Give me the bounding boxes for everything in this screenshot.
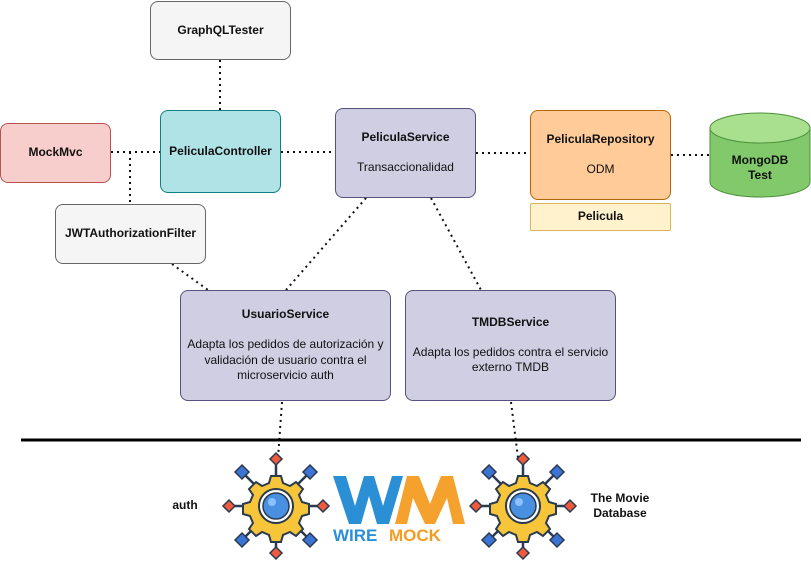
mongodb-label-line2: Test [748, 168, 772, 182]
tmdb-external-label-line1: The Movie [590, 491, 650, 505]
jwt-filter-label: JWTAuthorizationFilter [64, 226, 197, 241]
tmdb-external-label: The Movie Database [580, 491, 660, 521]
pelicula-entity-label: Pelicula [577, 209, 624, 224]
tmdb-external-label-line2: Database [593, 506, 647, 520]
pelicula-service-title: PeliculaService [361, 130, 450, 145]
graphql-tester-label: GraphQLTester [177, 22, 264, 37]
auth-gear-network-icon [221, 451, 331, 561]
pelicula-repository-title: PeliculaRepository [546, 132, 655, 147]
pelicula-entity-node: Pelicula [530, 203, 671, 231]
mongodb-label-line1: MongoDB [731, 153, 789, 167]
connector-usuario-auth [277, 401, 283, 459]
usuario-service-title: UsuarioService [241, 307, 330, 322]
tmdb-service-description: Adapta los pedidos contra el servicio ex… [412, 344, 609, 375]
mockmvc-label: MockMvc [28, 145, 83, 160]
wiremock-logo-mock: MOCK [389, 526, 442, 545]
usuario-service-description: Adapta los pedidos de autorización y val… [187, 336, 384, 383]
mongodb-cylinder [709, 112, 811, 198]
connector-filter-usuario [171, 263, 209, 291]
connector-tmdb-external [510, 401, 519, 459]
pelicula-controller-label: PeliculaController [169, 143, 272, 158]
auth-label-text: auth [172, 498, 198, 512]
pelicula-repository-node: PeliculaRepository ODM [530, 110, 671, 200]
tmdb-service-title: TMDBService [471, 315, 550, 330]
auth-label: auth [160, 498, 210, 512]
pelicula-service-subtitle: Transaccionalidad [357, 160, 454, 174]
connector-service-usuario [285, 197, 367, 291]
mockmvc-node: MockMvc [0, 123, 111, 183]
usuario-service-node: UsuarioService Adapta los pedidos de aut… [180, 290, 391, 401]
mongodb-label: MongoDB Test [709, 153, 811, 183]
wiremock-logo-wire: WIRE [333, 526, 377, 545]
connector-service-tmdb [430, 197, 482, 291]
pelicula-controller-node: PeliculaController [160, 110, 281, 193]
graphql-tester-node: GraphQLTester [150, 1, 291, 60]
pelicula-service-node: PeliculaService Transaccionalidad [335, 108, 476, 198]
wiremock-logo: WIRE MOCK [333, 476, 465, 545]
tmdb-gear-network-icon [468, 451, 578, 561]
pelicula-repository-subtitle: ODM [586, 162, 615, 176]
tmdb-service-node: TMDBService Adapta los pedidos contra el… [405, 290, 616, 401]
jwt-filter-node: JWTAuthorizationFilter [55, 204, 206, 264]
